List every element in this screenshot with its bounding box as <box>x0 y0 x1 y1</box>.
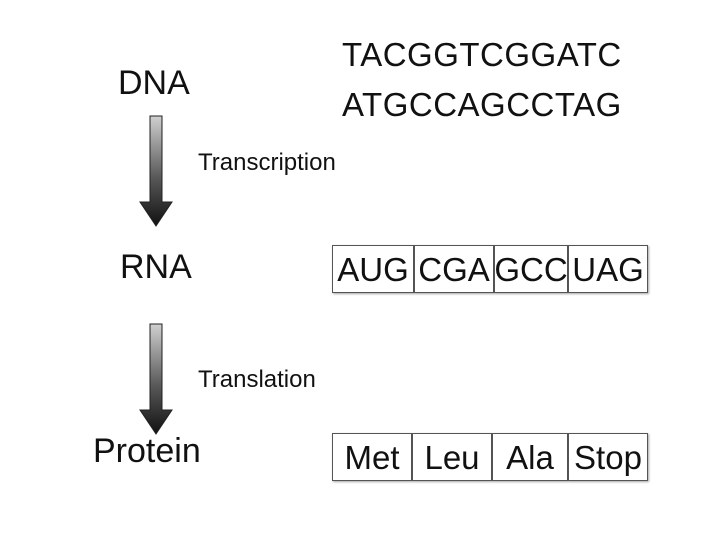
amino-acid-cell: Met <box>332 433 412 481</box>
rna-codon-cell: UAG <box>568 245 648 293</box>
amino-acid-cell: Leu <box>412 433 492 481</box>
dna-strand-bottom: ATGCCAGCCTAG <box>342 86 622 123</box>
rna-label: RNA <box>120 248 192 286</box>
protein-label: Protein <box>93 432 201 470</box>
rna-codon-cell: AUG <box>332 245 414 293</box>
amino-acid-cell: Stop <box>568 433 648 481</box>
dna-strand-top: TACGGTCGGATC <box>342 36 622 73</box>
amino-acid-cell: Ala <box>492 433 568 481</box>
transcription-label: Transcription <box>198 149 336 176</box>
rna-codon-cell: CGA <box>414 245 494 293</box>
amino-acid-row: Met Leu Ala Stop <box>332 433 648 481</box>
dna-label: DNA <box>118 64 190 102</box>
translation-label: Translation <box>198 366 316 393</box>
translation-arrow-icon <box>139 323 173 435</box>
rna-codon-row: AUG CGA GCC UAG <box>332 245 648 293</box>
rna-codon-cell: GCC <box>494 245 568 293</box>
transcription-arrow-icon <box>139 115 173 227</box>
